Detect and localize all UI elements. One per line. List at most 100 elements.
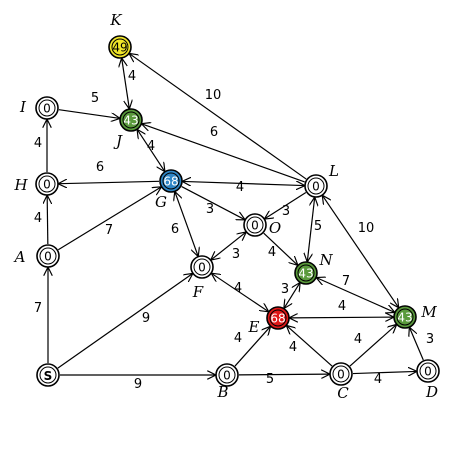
- node-ring-E: [269, 309, 287, 327]
- edge-weight-J-K: 4: [128, 69, 136, 84]
- node-ring-A: [39, 247, 57, 265]
- node-H: 0H: [13, 172, 59, 196]
- edge-weight-D-M: 3: [426, 332, 434, 347]
- edge-weight-A-G: 7: [105, 223, 113, 238]
- edge-C-M: [349, 325, 396, 367]
- node-value-L: 0: [312, 180, 320, 194]
- edge-N-E: [284, 283, 299, 308]
- node-value-S: S: [44, 369, 53, 383]
- node-value-N: 43: [298, 267, 313, 281]
- edge-L-J: [142, 124, 305, 183]
- node-E: 68 E: [248, 306, 290, 336]
- node-label-F: F: [192, 283, 204, 301]
- node-N: 43 N: [294, 251, 333, 285]
- node-value-K: 49: [112, 41, 127, 55]
- node-S: S: [36, 363, 60, 387]
- node-label-G: G: [155, 193, 167, 211]
- edge-F-E: [212, 274, 268, 312]
- node-value-D: 0: [424, 365, 432, 379]
- node-value-F: 0: [198, 261, 206, 275]
- edge-weight-C-M: 4: [354, 332, 362, 347]
- node-ring-F: [193, 258, 211, 276]
- node-label-L: L: [328, 162, 339, 180]
- node-value-O: 0: [251, 219, 259, 233]
- node-ring-N: [297, 264, 315, 282]
- node-label-A: A: [13, 248, 26, 266]
- node-F: 0F: [190, 255, 214, 301]
- node-value-G: 68: [163, 175, 178, 189]
- edge-weight-F-O: 3: [232, 247, 240, 262]
- node-ring-L: [307, 177, 325, 195]
- edge-A-G: [57, 187, 161, 251]
- edge-G-L: [183, 181, 304, 185]
- edge-weight-S-A: 7: [34, 301, 42, 316]
- edge-weight-L-J: 6: [210, 125, 218, 140]
- node-ring-S: [39, 366, 57, 384]
- node-value-A: 0: [44, 250, 52, 264]
- node-label-O: O: [269, 219, 281, 237]
- node-label-I: I: [19, 98, 27, 116]
- node-D: 0D: [416, 359, 440, 401]
- edge-weight-I-J: 5: [91, 91, 99, 106]
- node-value-C: 0: [337, 368, 345, 382]
- edge-weight-G-H: 6: [96, 160, 104, 175]
- edge-weight-N-M: 7: [342, 274, 350, 289]
- node-value-I: 0: [43, 102, 51, 116]
- edge-L-O: [265, 191, 307, 218]
- edge-weight-S-F: 9: [142, 311, 150, 326]
- edge-weight-O-N: 4: [268, 245, 276, 260]
- node-ring-K: [111, 38, 129, 56]
- edge-weight-L-K: 10: [205, 88, 222, 103]
- node-label-D: D: [425, 383, 438, 401]
- edge-B-E: [234, 327, 270, 367]
- node-label-M: M: [420, 303, 437, 321]
- edge-C-E: [287, 326, 333, 367]
- node-value-E: 68: [270, 312, 285, 326]
- edge-weight-G-J: 4: [147, 139, 155, 154]
- node-ring-C: [332, 365, 350, 383]
- edge-weight-G-F: 6: [171, 222, 179, 237]
- edge-weight-H-I: 4: [34, 136, 42, 151]
- edge-I-J: [58, 109, 119, 119]
- edge-weight-N-E: 3: [281, 282, 289, 297]
- edge-weight-C-D: 4: [374, 372, 382, 387]
- edge-L-M: [323, 196, 399, 307]
- node-J: 43J: [113, 108, 143, 150]
- edge-weight-S-B: 9: [134, 377, 142, 392]
- node-label-K: K: [109, 11, 122, 29]
- edge-N-M: [317, 278, 394, 312]
- edge-weight-C-E: 4: [289, 340, 297, 355]
- node-ring-B: [218, 366, 236, 384]
- node-ring-G: [162, 172, 180, 190]
- node-K: 49 K: [108, 11, 132, 59]
- edge-D-M: [410, 328, 424, 361]
- node-value-H: 0: [43, 178, 51, 192]
- node-L: 0L: [304, 162, 339, 198]
- edge-weight-L-N: 5: [314, 219, 322, 234]
- edge-L-N: [307, 198, 314, 261]
- edge-weight-E-M: 4: [338, 299, 346, 314]
- node-B: 0B: [215, 363, 239, 401]
- node-label-E: E: [248, 318, 260, 336]
- node-value-M: 43: [397, 311, 412, 325]
- edge-weight-B-E: 4: [234, 331, 242, 346]
- edge-weight-A-H: 4: [34, 211, 42, 226]
- edge-F-O: [211, 232, 245, 259]
- node-label-B: B: [216, 383, 228, 401]
- node-label-N: N: [318, 251, 333, 269]
- edge-weight-B-C: 5: [266, 372, 274, 387]
- edge-L-K: [130, 54, 307, 180]
- node-value-B: 0: [223, 369, 231, 383]
- edge-weight-G-L: 4: [236, 180, 244, 195]
- edge-J-K: [122, 59, 129, 108]
- edge-B-C: [238, 374, 329, 375]
- node-A: 0A: [13, 244, 60, 268]
- node-G: 68G: [155, 169, 183, 211]
- node-ring-I: [38, 99, 56, 117]
- edge-weight-L-O: 3: [282, 204, 290, 219]
- node-C: 0C: [329, 362, 353, 402]
- node-ring-H: [38, 175, 56, 193]
- edge-weight-L-M: 10: [358, 221, 375, 236]
